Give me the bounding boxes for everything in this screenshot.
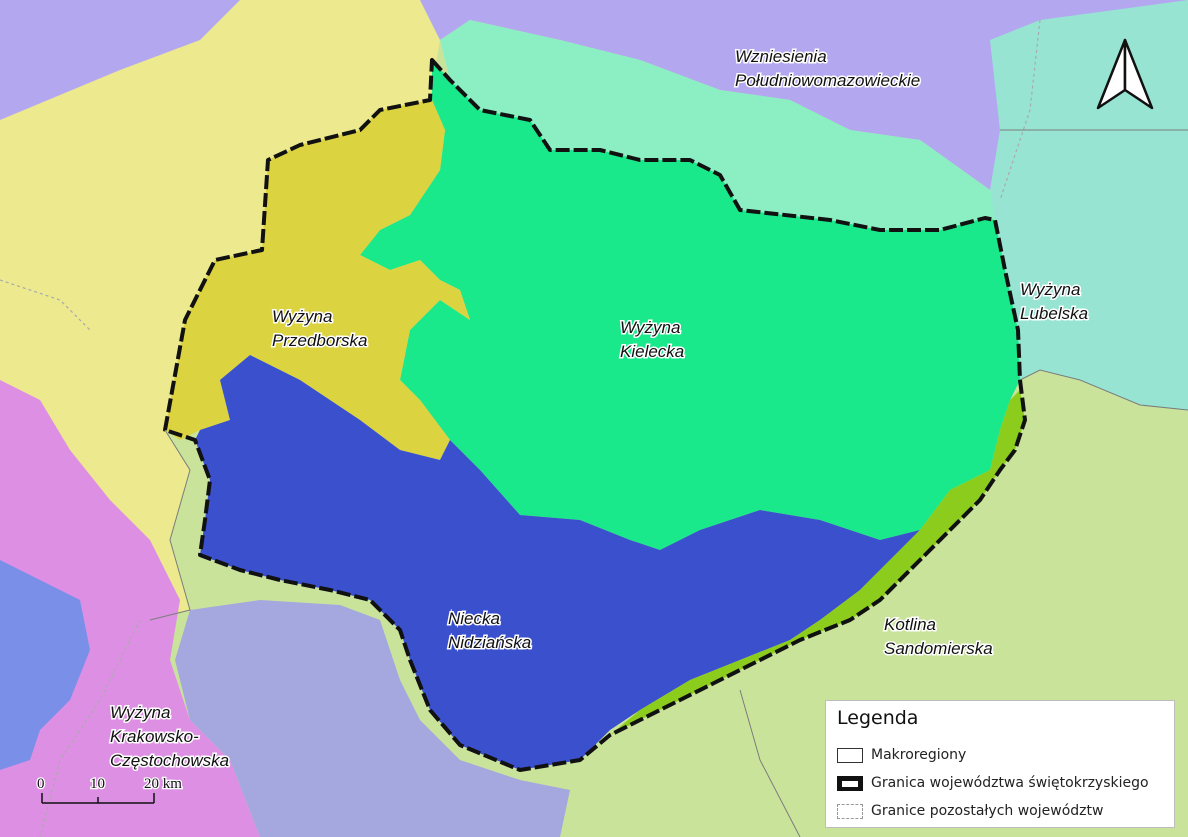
region-west-yellow xyxy=(0,0,440,620)
region-lavender-gray xyxy=(175,600,570,837)
swietokrzyskie-border xyxy=(163,58,1027,772)
label-wyzyna-lubelska: Wyżyna Lubelska xyxy=(1020,280,1088,323)
region-niecka-nidzianska xyxy=(195,355,920,770)
label-wyzyna-przedborska: Wyżyna Przedborska xyxy=(272,307,367,350)
legend-item-label: Granica województwa świętokrzyskiego xyxy=(871,775,1149,791)
label-wyzyna-kielecka: Wyżyna Kielecka xyxy=(620,318,685,361)
region-left-lavender xyxy=(0,0,240,120)
dashed-border-icon xyxy=(837,803,863,819)
legend-title: Legenda xyxy=(837,707,919,729)
legend-item-makroregiony: Makroregiony xyxy=(837,745,966,765)
legend-panel: Legenda Makroregiony Granica województwa… xyxy=(825,700,1175,828)
scale-tick-20: 20 km xyxy=(144,776,182,792)
legend-item-label: Granice pozostałych województw xyxy=(871,803,1104,819)
legend-item-label: Makroregiony xyxy=(871,747,967,763)
macroregion-boundaries xyxy=(149,129,1188,837)
region-mint-north xyxy=(440,20,1000,230)
region-wyzyna-przedborska xyxy=(165,100,470,460)
label-wzniesienia: Wzniesienia Południowomazowieckie xyxy=(735,47,920,90)
legend-item-granice-pozostalych: Granice pozostałych województw xyxy=(837,801,1103,821)
scale-tick-0: 0 xyxy=(37,776,45,792)
label-niecka-nidzianska: Niecka Nidziańska xyxy=(448,609,531,652)
label-kotlina-sandomierska: Kotlina Sandomierska xyxy=(884,615,993,658)
label-wyzyna-krakowsko-czestochowska: Wyżyna Krakowsko- Częstochowska xyxy=(110,703,229,770)
north-arrow-icon xyxy=(1096,38,1154,110)
scale-bar: 0 10 20 km xyxy=(36,775,184,804)
region-krakowsko-czestochowska xyxy=(0,380,260,837)
thick-border-icon xyxy=(837,775,863,791)
region-wyzyna-kielecka xyxy=(360,60,1020,550)
region-periwinkle xyxy=(0,560,90,770)
legend-item-granica-swietokrzyskiego: Granica województwa świętokrzyskiego xyxy=(837,773,1149,793)
outline-box-icon xyxy=(837,747,863,763)
other-voivodeship-borders xyxy=(0,19,1041,837)
scale-tick-10: 10 xyxy=(90,776,105,792)
region-wyzyna-lubelska xyxy=(990,0,1188,410)
